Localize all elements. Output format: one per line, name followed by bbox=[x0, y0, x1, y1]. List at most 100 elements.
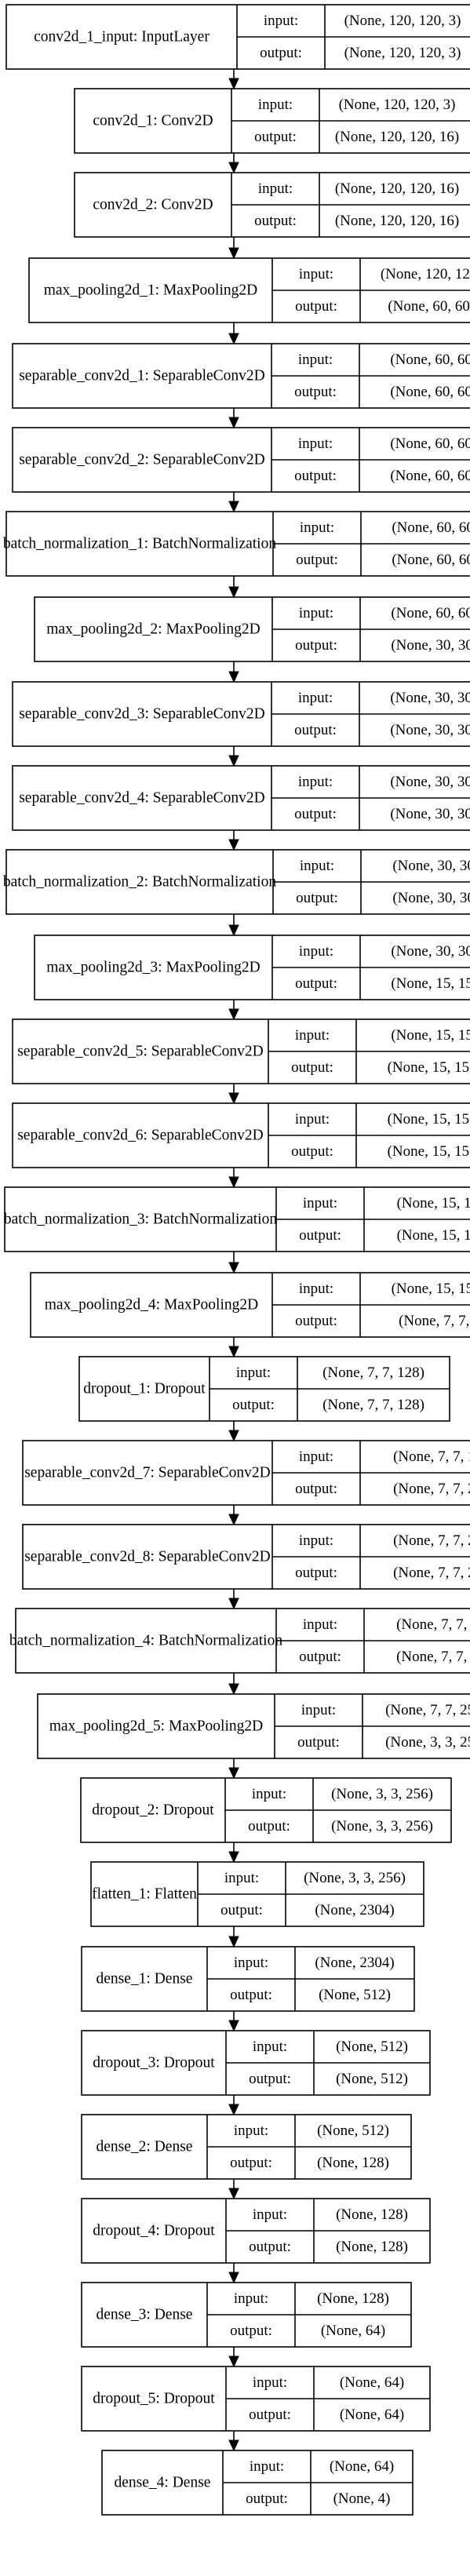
layer-name: separable_conv2d_8: SeparableConv2D bbox=[24, 1549, 271, 1565]
layer-node: separable_conv2d_7: SeparableConv2Dinput… bbox=[22, 1440, 470, 1506]
output-label: output: bbox=[248, 1818, 290, 1835]
input-shape: (None, 30, 30, 64) bbox=[392, 858, 470, 874]
output-shape: (None, 512) bbox=[319, 1987, 391, 2003]
input-label: input: bbox=[253, 2039, 287, 2055]
output-label: output: bbox=[294, 722, 337, 738]
layer-name: separable_conv2d_4: SeparableConv2D bbox=[19, 790, 265, 807]
output-label: output: bbox=[299, 1227, 341, 1244]
input-shape: (None, 7, 7, 256) bbox=[396, 1616, 470, 1633]
output-label: output: bbox=[294, 384, 337, 400]
input-shape: (None, 60, 60, 32) bbox=[390, 435, 470, 452]
input-label: input: bbox=[298, 774, 333, 790]
arrow-head bbox=[228, 755, 239, 767]
layer-name: max_pooling2d_4: MaxPooling2D bbox=[45, 1297, 258, 1314]
output-shape: (None, 60, 60, 16) bbox=[388, 298, 470, 315]
output-shape: (None, 60, 60, 32) bbox=[390, 384, 470, 400]
output-shape: (None, 7, 7, 128) bbox=[399, 1313, 470, 1329]
output-label: output: bbox=[295, 637, 337, 654]
layer-node: separable_conv2d_2: SeparableConv2Dinput… bbox=[12, 427, 470, 493]
input-label: input: bbox=[299, 1532, 333, 1549]
output-label: output: bbox=[294, 468, 337, 484]
output-shape: (None, 120, 120, 16) bbox=[335, 213, 459, 229]
input-label: input: bbox=[234, 2122, 268, 2139]
output-shape: (None, 4) bbox=[333, 2490, 391, 2507]
input-shape: (None, 7, 7, 128) bbox=[393, 1448, 470, 1465]
arrow-head bbox=[228, 1262, 239, 1274]
output-shape: (None, 128) bbox=[317, 2155, 389, 2171]
input-label: input: bbox=[224, 1870, 259, 1886]
input-shape: (None, 15, 15, 128) bbox=[397, 1195, 470, 1211]
input-label: input: bbox=[303, 1616, 337, 1633]
output-label: output: bbox=[230, 2155, 272, 2171]
layer-name: max_pooling2d_3: MaxPooling2D bbox=[46, 960, 260, 976]
input-shape: (None, 120, 120, 3) bbox=[339, 97, 456, 113]
output-shape: (None, 120, 120, 16) bbox=[335, 129, 459, 145]
input-shape: (None, 30, 30, 32) bbox=[390, 690, 470, 706]
layer-name: dense_2: Dense bbox=[97, 2139, 193, 2155]
arrow-head bbox=[228, 501, 239, 513]
arrow-head bbox=[228, 1008, 239, 1021]
layer-node: separable_conv2d_5: SeparableConv2Dinput… bbox=[12, 1018, 470, 1084]
output-shape: (None, 15, 15, 128) bbox=[397, 1227, 470, 1244]
input-label: input: bbox=[303, 1195, 337, 1211]
input-shape: (None, 128) bbox=[336, 2206, 408, 2223]
output-shape: (None, 60, 60, 32) bbox=[390, 468, 470, 484]
input-shape: (None, 512) bbox=[317, 2122, 389, 2139]
arrow-head bbox=[228, 1767, 239, 1780]
layer-node: max_pooling2d_5: MaxPooling2Dinput:outpu… bbox=[37, 1693, 470, 1759]
layer-name: separable_conv2d_1: SeparableConv2D bbox=[19, 368, 265, 384]
arrow-head bbox=[228, 671, 239, 683]
input-label: input: bbox=[299, 1448, 333, 1465]
arrow-head bbox=[228, 839, 239, 851]
layer-name: dense_4: Dense bbox=[115, 2475, 211, 2491]
output-label: output: bbox=[254, 129, 297, 145]
output-shape: (None, 15, 15, 64) bbox=[391, 975, 470, 992]
input-label: input: bbox=[299, 266, 333, 282]
output-shape: (None, 30, 30, 64) bbox=[390, 806, 470, 822]
output-label: output: bbox=[299, 1649, 341, 1665]
input-shape: (None, 15, 15, 64) bbox=[391, 1027, 470, 1044]
input-label: input: bbox=[299, 943, 333, 960]
input-shape: (None, 512) bbox=[336, 2039, 408, 2055]
output-shape: (None, 3, 3, 256) bbox=[331, 1818, 433, 1835]
input-label: input: bbox=[298, 352, 333, 368]
output-label: output: bbox=[246, 2490, 288, 2507]
output-shape: (None, 64) bbox=[321, 2323, 385, 2339]
arrow-head bbox=[228, 1346, 239, 1358]
arrow-head bbox=[228, 1430, 239, 1442]
output-shape: (None, 7, 7, 256) bbox=[393, 1565, 470, 1581]
arrow-head bbox=[228, 586, 239, 599]
input-label: input: bbox=[295, 1111, 330, 1128]
arrow-head bbox=[228, 2104, 239, 2116]
output-shape: (None, 30, 30, 32) bbox=[391, 637, 470, 654]
input-label: input: bbox=[250, 2458, 284, 2475]
input-label: input: bbox=[253, 2374, 287, 2391]
output-label: output: bbox=[295, 975, 337, 992]
output-label: output: bbox=[260, 45, 302, 61]
layer-name: separable_conv2d_5: SeparableConv2D bbox=[17, 1044, 264, 1060]
layer-name: dropout_1: Dropout bbox=[83, 1381, 206, 1397]
layer-name: flatten_1: Flatten bbox=[92, 1886, 197, 1903]
input-shape: (None, 3, 3, 256) bbox=[331, 1786, 433, 1802]
layer-name: dropout_5: Dropout bbox=[93, 2391, 215, 2407]
input-label: input: bbox=[253, 2206, 287, 2223]
output-label: output: bbox=[232, 1397, 275, 1413]
input-label: input: bbox=[258, 97, 293, 113]
input-shape: (None, 60, 60, 32) bbox=[391, 605, 470, 621]
input-label: input: bbox=[234, 2290, 268, 2307]
output-shape: (None, 15, 15, 128) bbox=[388, 1143, 470, 1160]
input-shape: (None, 3, 3, 256) bbox=[304, 1870, 406, 1886]
layer-node: batch_normalization_1: BatchNormalizatio… bbox=[3, 511, 470, 577]
layer-node: batch_normalization_3: BatchNormalizatio… bbox=[4, 1186, 470, 1252]
input-label: input: bbox=[258, 180, 293, 197]
input-shape: (None, 128) bbox=[317, 2290, 389, 2307]
input-shape: (None, 7, 7, 256) bbox=[393, 1532, 470, 1549]
input-shape: (None, 60, 60, 32) bbox=[392, 519, 470, 536]
arrow-head bbox=[228, 1851, 239, 1864]
